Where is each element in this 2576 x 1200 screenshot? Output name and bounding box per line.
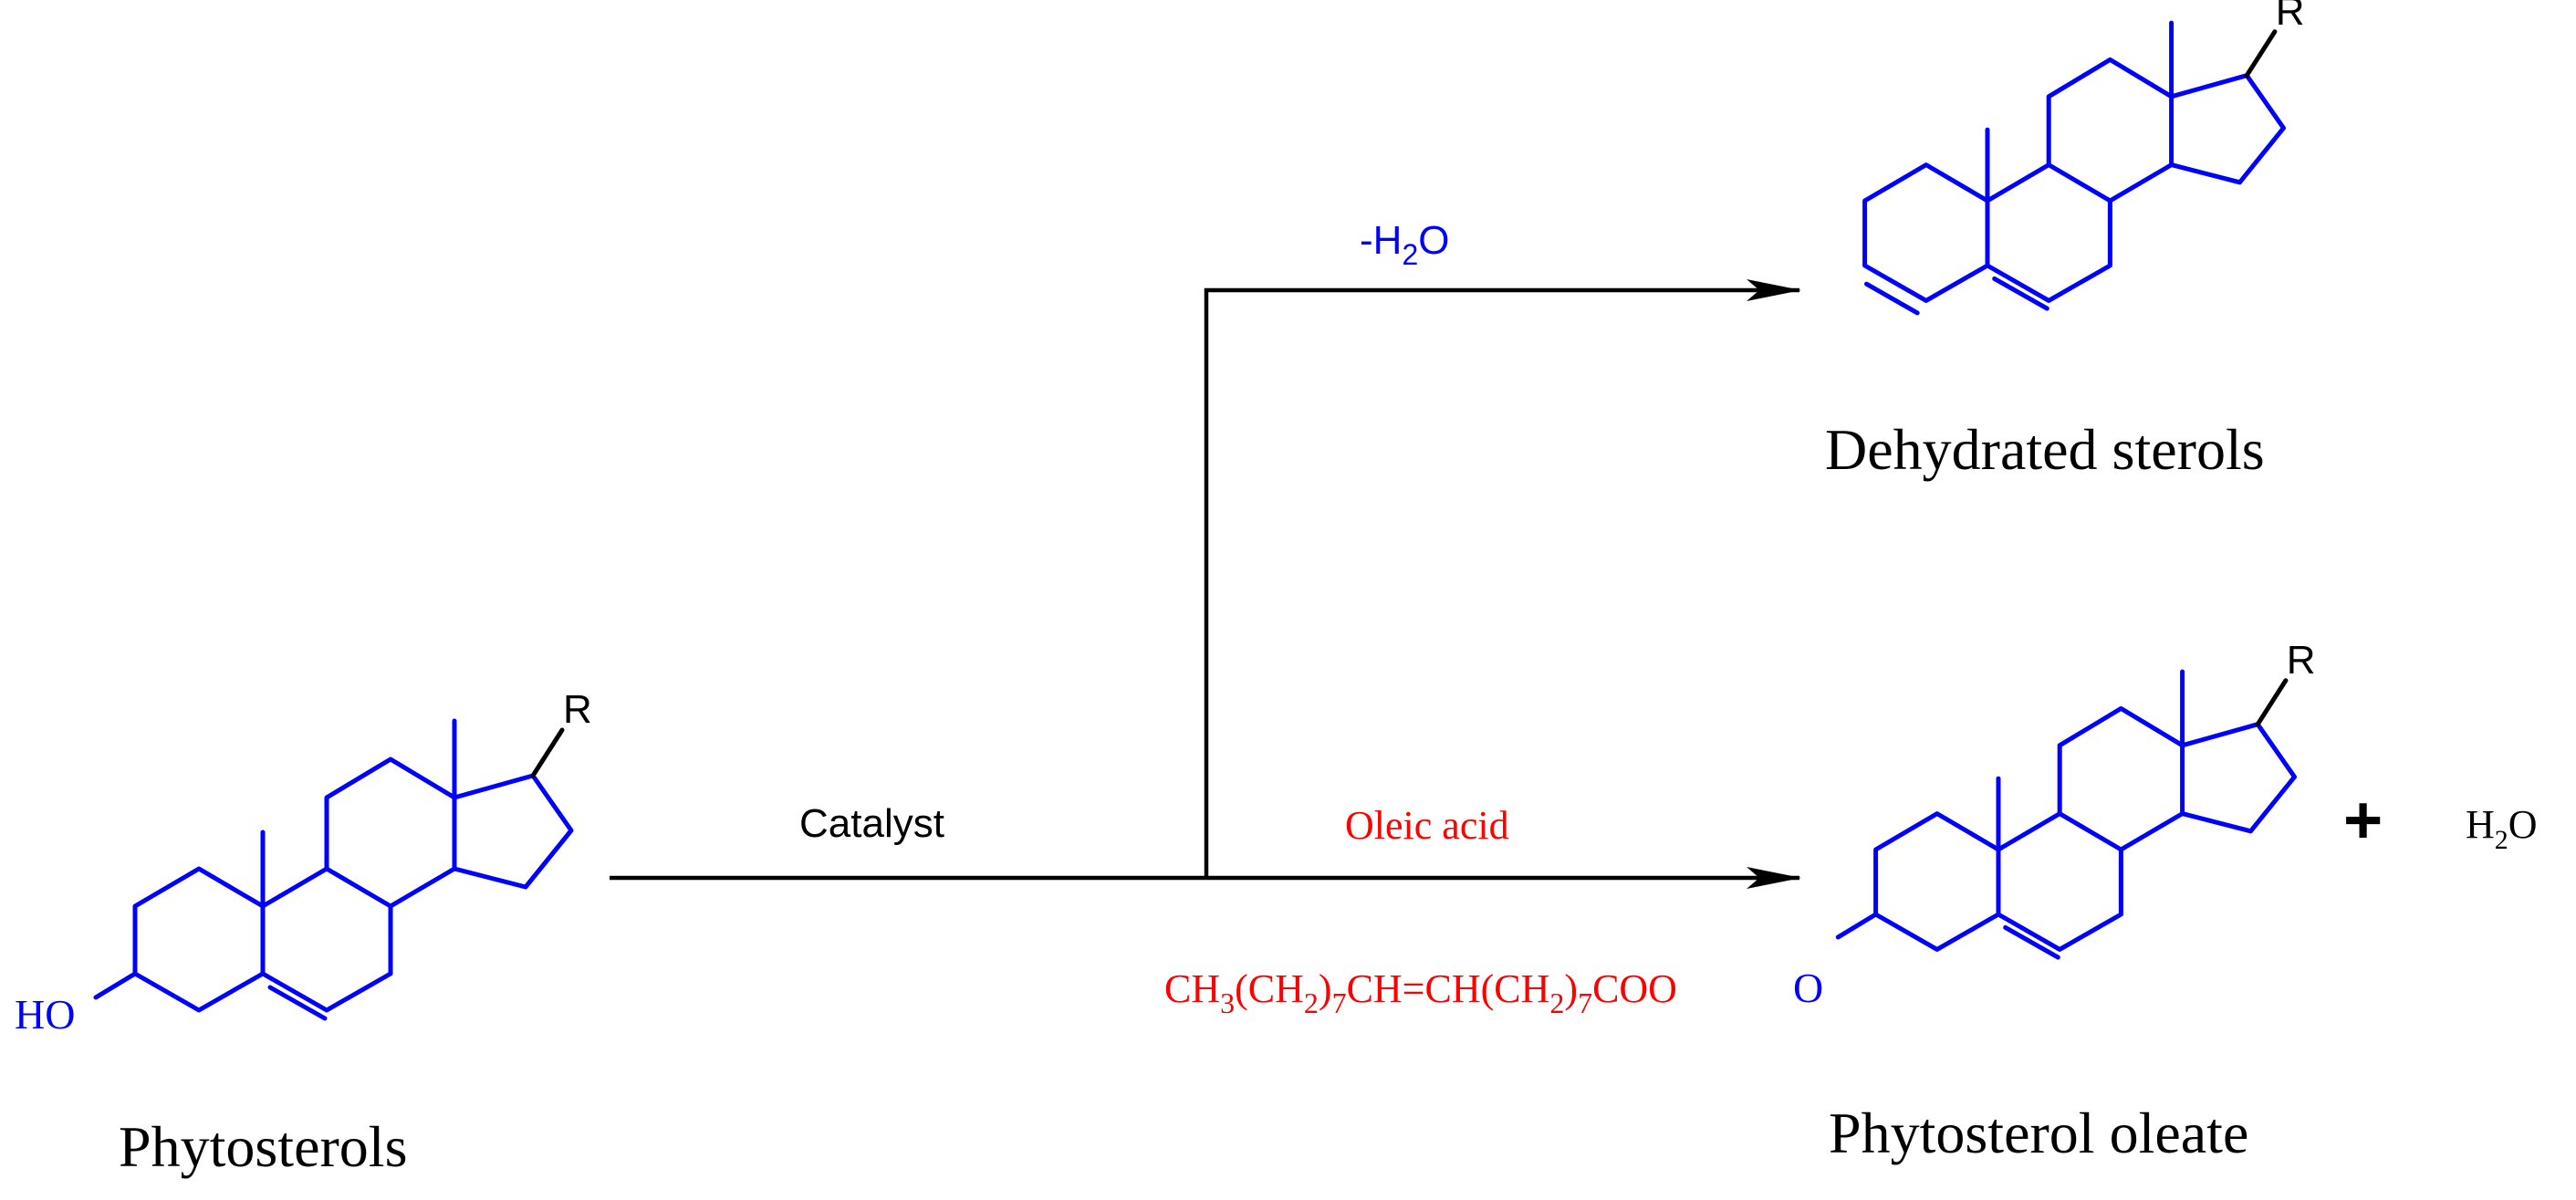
double-bond [267,985,328,1021]
r-bond [530,727,565,778]
dehydrated-sterol-structure: R [1862,0,2305,316]
ring-c [2057,705,2185,852]
double-bond-5-6 [1992,276,2049,311]
ring-d [2180,722,2297,834]
ring-b [1985,162,2112,303]
oleic-acid-label: Oleic acid [1345,803,1509,848]
r-group-label: R [2276,0,2305,34]
minus-water-label: -H2O [1360,218,1449,271]
ring-a [1873,811,2001,952]
phytosterol-oleate-structure: R [1835,638,2316,960]
r-group-label: R [563,687,592,732]
double-bond-5-6 [2003,924,2060,960]
phytosterol-structure: R HO [15,687,592,1038]
ring-d [2169,73,2286,185]
r-bond [2255,678,2289,727]
dehydration-arrow [1204,279,1801,878]
ester-o-bond [1835,912,1879,940]
plus-sign: + [2343,782,2383,858]
ring-d [452,773,574,890]
ring-a [132,866,266,1013]
hydroxyl-label: HO [15,991,75,1038]
catalyst-label: Catalyst [799,801,944,846]
dehydrated-sterols-label: Dehydrated sterols [1825,417,2265,482]
ester-oxygen-label: O [1793,965,1823,1011]
ring-c [2046,57,2174,203]
r-group-label: R [2287,638,2316,683]
ring-b [1996,811,2123,952]
ring-b [260,866,393,1013]
reaction-arrows [610,279,1801,889]
phytosterol-oleate-label: Phytosterol oleate [1829,1101,2248,1165]
oleate-ester-chain: CH3(CH2)7CH=CH(CH2)7COO [1164,966,1677,1019]
oh-bond [93,971,138,1000]
double-bond-3-4 [1864,281,1920,316]
ring-a [1862,162,1990,303]
r-bond [2244,29,2278,78]
ring-c [324,757,457,909]
water-label: H2O [2466,802,2538,855]
phytosterols-label: Phytosterols [119,1114,407,1179]
